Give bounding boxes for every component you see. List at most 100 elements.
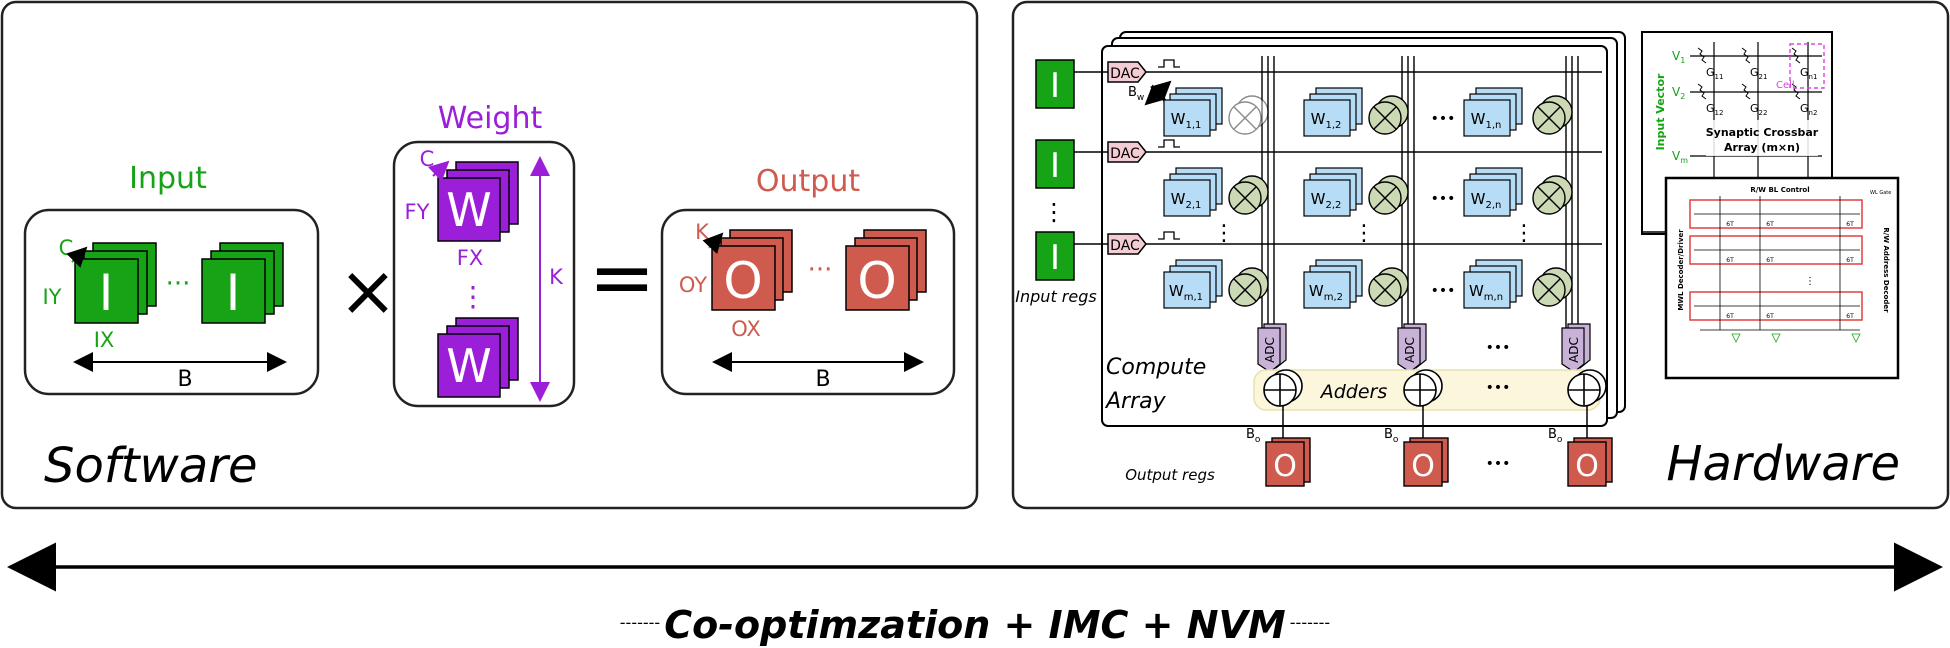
dac-m: DAC [1107,233,1147,255]
weight-cell-m-2: Wm,2 [1303,259,1363,309]
weight-glyph-2: W [446,339,491,393]
output-k-arrow [702,232,724,254]
output-glyph-2: O [857,252,896,310]
svg-text:6T: 6T [1726,221,1734,228]
input-regs-vdots: ⋮ [1042,198,1066,226]
svg-text:O: O [1411,449,1435,484]
input-stack-1: I [74,242,157,324]
multiplier-icon [1368,267,1409,307]
times-symbol: × [339,250,398,332]
svg-text:I: I [1050,66,1060,106]
circuit-wl-label: WL Gate [1870,190,1891,196]
svg-text:ADC: ADC [1403,337,1417,363]
weight-cell-m-n: Wm,n [1463,259,1523,309]
svg-text:6T: 6T [1846,221,1854,228]
crossbar-title-2: Array (m×n) [1724,141,1800,154]
weight-fy-label: FY [405,200,430,224]
grid-dots-h: ••• [1431,191,1456,207]
weight-cell-m-1: Wm,1 [1163,259,1223,309]
svg-text:6T: 6T [1766,257,1774,264]
dac-2: DAC [1107,141,1147,163]
adc-dots: ••• [1486,340,1511,356]
input-glyph: I [99,264,114,322]
crossbar-g11: G11 [1706,66,1723,81]
svg-text:6T: 6T [1726,313,1734,320]
crossbar-cell-label: Cell [1776,80,1795,91]
multiplier-icon [1532,267,1573,307]
svg-text:W1,n: W1,n [1471,110,1502,131]
svg-text:W2,1: W2,1 [1171,190,1202,211]
weight-tensor-group: Weight W C FY FX ⋮ W K [392,101,576,408]
output-tensor-group: Output O ··· O K OY OX B [660,164,956,396]
svg-text:DAC: DAC [1110,66,1140,82]
bw-arrow [1144,80,1172,106]
bo-label: Bo [1384,427,1399,445]
crossbar-g21: G21 [1750,66,1767,81]
pulse-icon [1158,59,1180,68]
input-register-1: I [1035,59,1075,109]
input-tensor-group: Input I ··· I C IY IX B [23,161,320,396]
weight-c-label: C [420,147,435,171]
multiplier-icon [1532,175,1573,215]
svg-text:I: I [1050,146,1060,186]
compute-array-board [1101,45,1608,427]
software-label: Software [44,438,258,494]
crossbar-gn1: Gn1 [1800,66,1817,81]
crossbar-g12: G12 [1706,102,1723,117]
output-title: Output [756,164,860,199]
crossbar-input-vector: Input Vector [1654,73,1667,150]
svg-text:Wm,n: Wm,n [1469,282,1503,303]
svg-text:Wm,2: Wm,2 [1309,282,1343,303]
multiplier-icon [1228,175,1269,215]
svg-text:O: O [1273,449,1297,484]
adders-label: Adders [1319,381,1388,403]
svg-text:6T: 6T [1846,313,1854,320]
svg-text:6T: 6T [1726,257,1734,264]
hardware-panel: I I ⋮ I Input regs DAC DAC DAC [1011,0,1950,510]
grid-dots-h: ••• [1431,111,1456,127]
svg-text:W1,2: W1,2 [1311,110,1342,131]
adders-dots: ••• [1486,380,1511,396]
input-stack-2: I [201,242,284,324]
input-glyph-2: I [226,264,241,322]
adder-icon [1263,369,1303,407]
pulse-icon [1158,231,1180,240]
weight-cell-1-n: W1,n [1463,87,1523,137]
input-regs-label: Input regs [1015,287,1096,306]
weight-c-arrow [428,160,450,182]
svg-text:W2,n: W2,n [1471,190,1502,211]
bw-label: Bw [1128,85,1144,103]
word-lines [1146,71,1602,245]
crossbar-cell-highlight [1789,43,1825,89]
weight-cell-2-n: W2,n [1463,167,1523,217]
svg-text:6T: 6T [1766,221,1774,228]
output-regs-label: Output regs [1125,466,1215,484]
bo-label: Bo [1246,427,1261,445]
adc-2: ADC [1397,323,1427,373]
crossbar-g22: G22 [1750,102,1767,117]
circuit-dots: ⋮ [1805,276,1815,287]
crossbar-gn2: Gn2 [1800,102,1817,117]
circuit-right-label: R/W Address Decoder [1882,227,1890,313]
circuit-left-label: MWL Decoder/Driver [1677,229,1685,311]
output-register-1: O [1265,437,1311,487]
svg-text:W2,2: W2,2 [1311,190,1342,211]
equals-symbol: = [588,231,655,324]
hardware-label: Hardware [1666,436,1900,492]
weight-cell-1-2: W1,2 [1303,87,1363,137]
weight-glyph: W [446,183,491,237]
svg-text:I: I [1050,238,1060,278]
input-register-m: I [1035,231,1075,281]
weight-cell-1-1: W1,1 [1163,87,1223,137]
svg-text:DAC: DAC [1110,238,1140,254]
weight-title: Weight [438,101,543,136]
output-ellipsis: ··· [808,255,833,285]
output-ox-label: OX [731,317,761,341]
weight-vdots: ⋮ [459,280,487,313]
crossbar-v1: V1 [1672,49,1685,65]
weight-k-label: K [549,265,564,289]
adc-1: ADC [1257,323,1287,373]
weight-cell-grid: W1,1 W1,2 W1,n W2,1 [1163,87,1523,309]
compute-array-label-2: Array [1104,389,1167,414]
